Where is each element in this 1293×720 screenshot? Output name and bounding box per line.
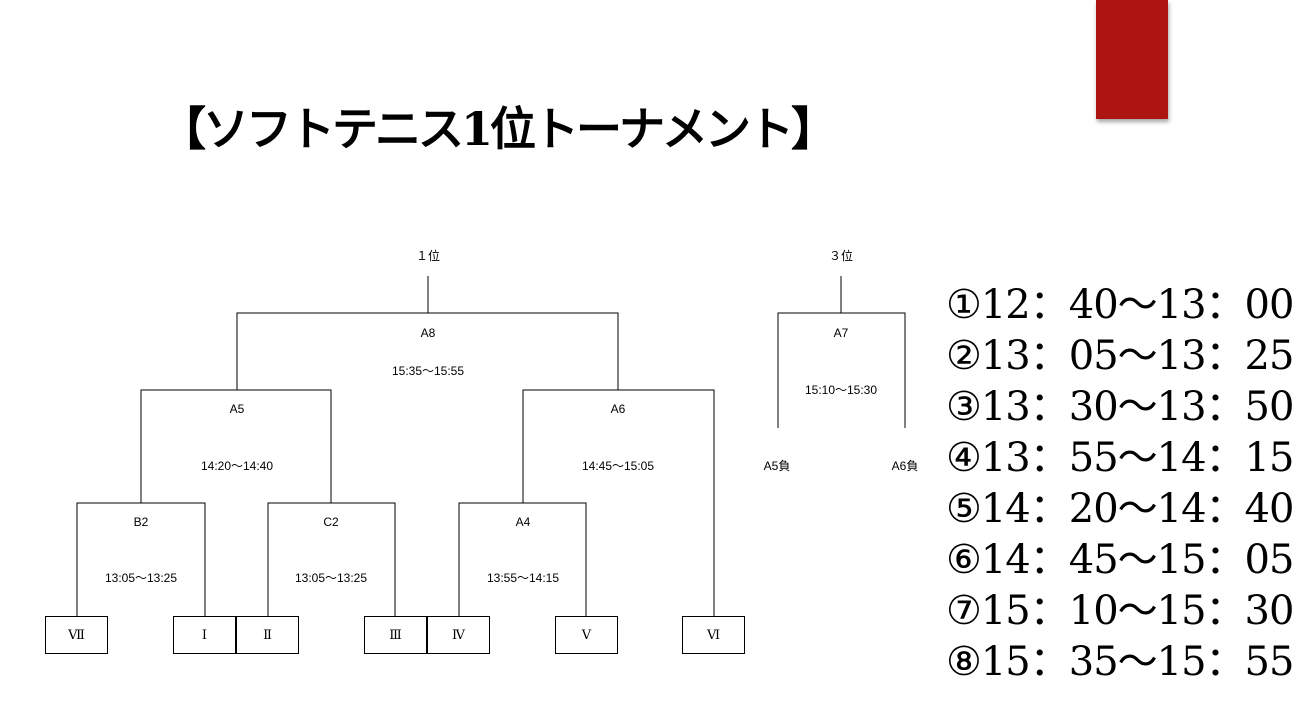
team-box-7: Ⅶ xyxy=(45,616,108,654)
final-match-label: A8 xyxy=(420,326,436,340)
winner-label: １位 xyxy=(415,249,441,263)
schedule-item: ⑤14：20～14：40 xyxy=(946,486,1293,532)
schedule-item: ①12：40～13：00 xyxy=(946,282,1293,328)
semi-left-bracket xyxy=(140,389,332,503)
team-box-4: Ⅳ xyxy=(427,616,490,654)
accent-bar xyxy=(1096,0,1168,119)
semi-right-match-label: A6 xyxy=(610,402,626,416)
schedule-item: ⑥14：45～15：05 xyxy=(946,537,1293,583)
semi-right-bracket xyxy=(522,389,715,616)
third-match-label: A7 xyxy=(833,326,849,340)
team-box-1: Ⅰ xyxy=(173,616,236,654)
qf-a4-match-time: 13:55～14:15 xyxy=(486,571,560,585)
third-place-label: ３位 xyxy=(828,249,854,263)
team-box-6: Ⅵ xyxy=(682,616,745,654)
qf-c2-match-time: 13:05～13:25 xyxy=(294,571,368,585)
qf-b2-bracket xyxy=(76,502,206,616)
schedule-item: ⑦15：10～15：30 xyxy=(946,588,1293,634)
qf-b2-match-label: B2 xyxy=(133,515,149,529)
qf-a4-match-label: A4 xyxy=(515,515,531,529)
qf-c2-match-label: C2 xyxy=(323,515,339,529)
team-box-5: Ⅴ xyxy=(555,616,618,654)
page-title: 【ソフトテニス1位トーナメント】 xyxy=(160,102,837,156)
team-box-3: Ⅲ xyxy=(364,616,427,654)
third-bracket xyxy=(777,312,906,428)
third-left-entry: A5負 xyxy=(763,459,791,473)
qf-b2-match-time: 13:05～13:25 xyxy=(104,571,178,585)
schedule-item: ④13：55～14：15 xyxy=(946,435,1293,481)
qf-a4-bracket xyxy=(458,502,587,616)
schedule-item: ③13：30～13：50 xyxy=(946,384,1293,430)
semi-left-match-label: A5 xyxy=(229,402,245,416)
third-match-time: 15:10～15:30 xyxy=(804,383,878,397)
schedule-item: ②13：05～13：25 xyxy=(946,333,1293,379)
team-box-2: Ⅱ xyxy=(236,616,299,654)
third-right-entry: A6負 xyxy=(891,459,919,473)
final-match-time: 15:35～15:55 xyxy=(391,364,465,378)
qf-c2-bracket xyxy=(267,502,396,616)
final-bracket xyxy=(236,312,619,390)
semi-left-match-time: 14:20～14:40 xyxy=(200,459,274,473)
schedule-item: ⑧15：35～15：55 xyxy=(946,639,1293,685)
schedule-list: ①12：40～13：00 ②13：05～13：25 ③13：30～13：50 ④… xyxy=(946,280,1293,688)
semi-right-match-time: 14:45～15:05 xyxy=(581,459,655,473)
